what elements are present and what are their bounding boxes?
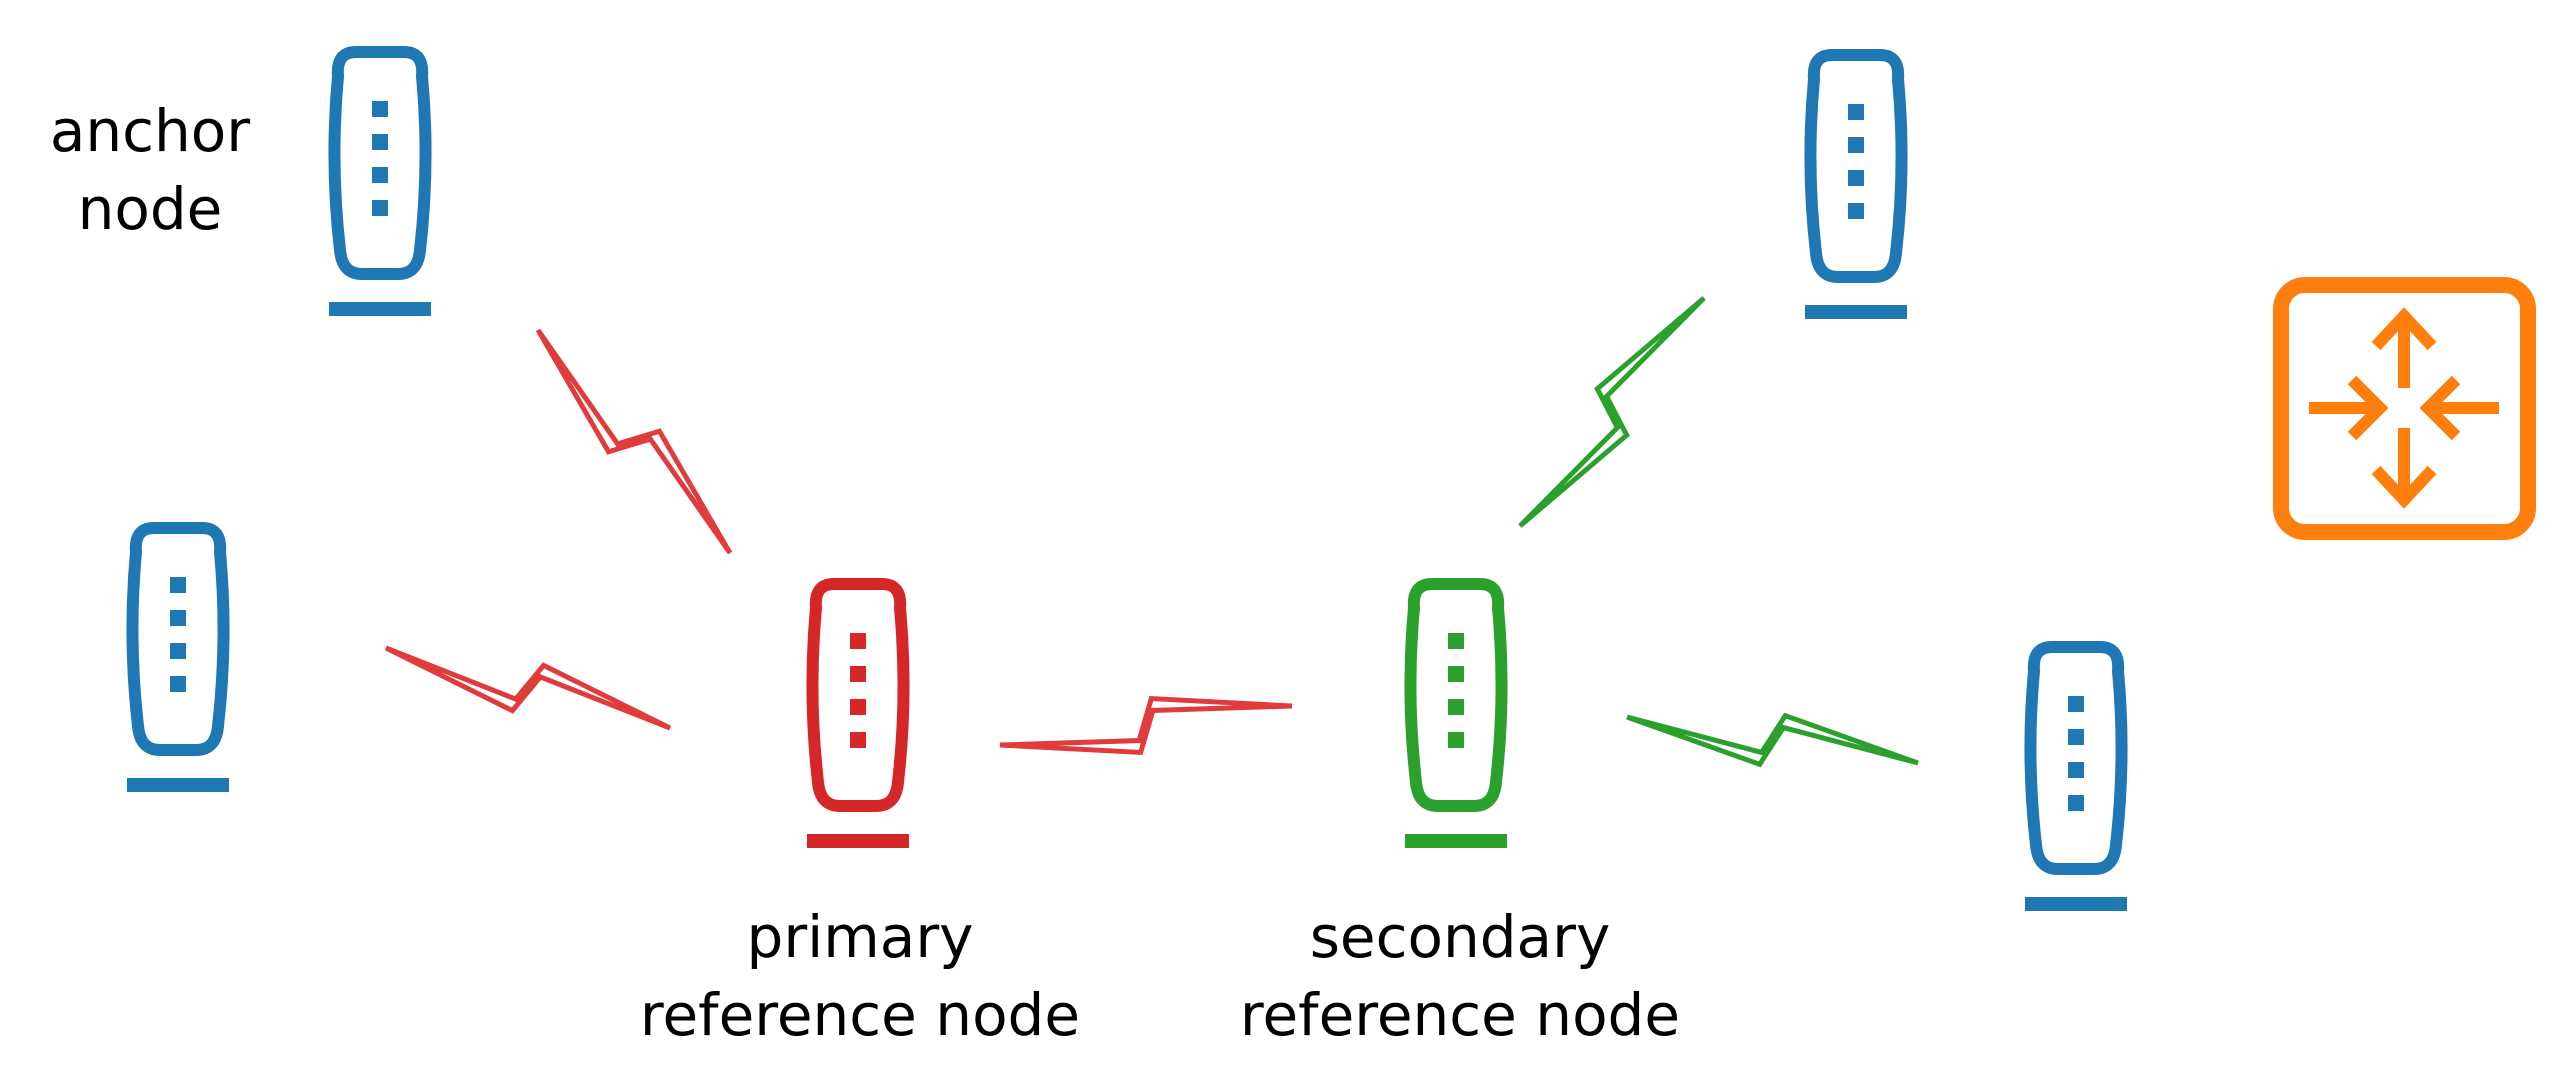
anchor-node-bottom-right [2024,641,2128,911]
node-led [850,699,866,715]
node-base [2025,897,2127,911]
arrow-left-in-head [2347,375,2389,441]
node-led [170,676,186,692]
node-led [372,101,388,117]
node-led [1448,633,1464,649]
node-led [2068,795,2084,811]
anchor-node-top-right [1804,49,1908,319]
node-led [850,666,866,682]
node-body [126,522,230,756]
node-led [1848,137,1864,153]
node-body [1404,578,1508,812]
router-arrows-icon [2273,277,2536,540]
node-led [1448,666,1464,682]
node-led [1848,170,1864,186]
primary-reference-node [806,578,910,848]
node-led [170,577,186,593]
node-led [1448,732,1464,748]
arrow-up-head [2371,307,2437,351]
node-led [372,134,388,150]
primary-reference-node-label-line-2: reference node [639,981,1081,1049]
anchor-node-label-line-2: node [77,175,223,243]
node-led [2068,696,2084,712]
node-led [850,732,866,748]
node-led [850,633,866,649]
arrow-right-in-head [2419,375,2461,441]
secondary-reference-node-label: secondary reference node [1160,898,1760,1054]
node-led [372,167,388,183]
node-led [2068,729,2084,745]
link-primary-reference-node-to-secondary-reference-node [999,695,1293,756]
link-anchor-node-mid-left-to-primary-reference-node [384,645,672,731]
node-body [1804,49,1908,283]
node-base [1805,305,1907,319]
anchor-node-label-line-1: anchor [49,97,251,165]
secondary-reference-node-label-line-2: reference node [1239,981,1681,1049]
node-led [1448,699,1464,715]
link-anchor-node-top-left-to-primary-reference-node [535,328,733,555]
node-led [170,610,186,626]
arrow-down-head [2371,465,2437,509]
node-base [127,778,229,792]
node-led [1848,203,1864,219]
anchor-node-label: anchor node [20,92,280,248]
node-led [1848,104,1864,120]
secondary-reference-node [1404,578,1508,848]
gateway-frame [2273,277,2536,540]
node-base [807,834,909,848]
link-secondary-reference-node-to-anchor-node-bottom-right [1626,712,1919,768]
node-base [329,302,431,316]
node-body [2024,641,2128,875]
node-led [170,643,186,659]
node-body [806,578,910,812]
link-secondary-reference-node-to-anchor-node-top-right [1518,296,1706,528]
node-body [328,46,432,280]
anchor-node-top-left [328,46,432,316]
anchor-node-mid-left [126,522,230,792]
node-base [1405,834,1507,848]
node-led [372,200,388,216]
primary-reference-node-label: primary reference node [560,898,1160,1054]
primary-reference-node-label-line-1: primary [746,903,974,971]
secondary-reference-node-label-line-1: secondary [1309,903,1611,971]
node-led [2068,762,2084,778]
